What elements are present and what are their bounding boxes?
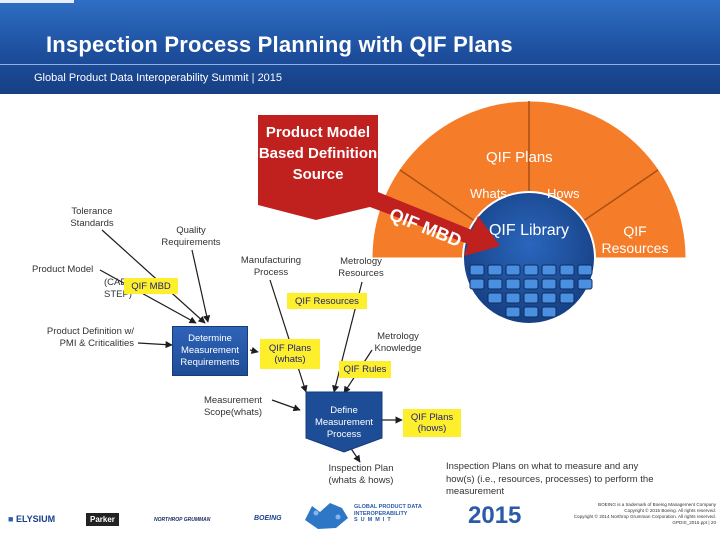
library-grid-cell — [559, 278, 575, 290]
boeing-logo: BOEING — [254, 515, 282, 522]
define-process-shape — [305, 391, 383, 453]
qif-mbd-arrow — [362, 188, 500, 256]
qif-plans-hows-box: QIF Plans (hows) — [403, 409, 461, 437]
library-grid-cell — [577, 278, 593, 290]
qif-mbd-box: QIF MBD — [124, 278, 178, 294]
summit-logo — [305, 503, 348, 529]
manufacturing-process-label: Manufacturing Process — [240, 255, 302, 278]
library-grid-cell — [577, 264, 593, 276]
parker-logo: Parker — [86, 513, 119, 526]
product-mbd-label: Product Model Based Definition Source — [258, 124, 378, 183]
library-grid-cell — [523, 264, 539, 276]
cad-step-label: (CAD, STEP) — [104, 277, 132, 300]
inspection-plan-label: Inspection Plan (whats & hows) — [328, 463, 394, 486]
inspection-plans-note: Inspection Plans on what to measure and … — [446, 461, 654, 497]
library-grid-cell — [487, 278, 503, 290]
qif-plans-whats-box: QIF Plans (whats) — [260, 339, 320, 369]
metrology-resources-label: Metrology Resources — [338, 256, 384, 279]
library-grid-cell — [559, 264, 575, 276]
library-grid-cell — [541, 292, 557, 304]
library-grid — [469, 264, 593, 318]
tolerance-standards-label: Tolerance Standards — [70, 206, 114, 229]
determine-requirements-box: Determine Measurement Requirements — [172, 326, 248, 376]
library-grid-cell — [487, 264, 503, 276]
summit-year: 2015 — [468, 502, 522, 529]
library-grid-cell — [505, 278, 521, 290]
header-banner: Inspection Process Planning with QIF Pla… — [0, 0, 720, 94]
qif-plans-label: QIF Plans — [486, 149, 553, 166]
qif-library-circle — [462, 191, 596, 325]
qif-library-label: QIF Library — [488, 222, 569, 239]
whats-label: Whats — [470, 186, 507, 201]
qif-resources-fan-label: QIF Resources — [601, 223, 669, 256]
library-grid-cell — [505, 292, 521, 304]
hows-label: Hows — [547, 186, 580, 201]
library-grid-cell — [523, 292, 539, 304]
library-grid-cell — [559, 292, 575, 304]
elysium-logo: ■ ELYSIUM — [8, 514, 56, 524]
library-grid-cell — [523, 278, 539, 290]
define-process-label: Define Measurement Process — [314, 405, 374, 440]
product-definition-label: Product Definition w/ PMI & Criticalitie… — [46, 326, 134, 349]
library-grid-cell — [541, 264, 557, 276]
library-grid-cell — [505, 264, 521, 276]
measurement-scope-label: Measurement Scope(whats) — [203, 395, 263, 418]
qif-resources-box: QIF Resources — [287, 293, 367, 309]
product-model-label: Product Model — [32, 264, 94, 275]
qif-rules-fan-label: QIF Rules — [620, 274, 656, 307]
library-grid-cell — [505, 306, 521, 318]
metrology-knowledge-label: Metrology Knowledge — [374, 331, 422, 354]
library-grid-cell — [469, 264, 485, 276]
summit-text: GLOBAL PRODUCT DATA INTEROPERABILITY SUM… — [354, 504, 422, 523]
library-grid-cell — [469, 278, 485, 290]
page-title: Inspection Process Planning with QIF Pla… — [46, 32, 513, 57]
library-grid-cell — [487, 292, 503, 304]
library-grid-cell — [523, 306, 539, 318]
northrop-grumman-logo: NORTHROP GRUMMAN — [154, 517, 211, 523]
quality-requirements-label: Quality Requirements — [161, 225, 221, 248]
header-divider — [0, 64, 720, 65]
product-mbd-shape — [258, 115, 378, 220]
library-grid-cell — [541, 306, 557, 318]
library-grid-cell — [541, 278, 557, 290]
page-subtitle: Global Product Data Interoperability Sum… — [34, 72, 283, 84]
qif-rules-box: QIF Rules — [339, 361, 391, 378]
header-tab — [0, 0, 74, 3]
copyright-block: BOEING is a trademark of Boeing Manageme… — [573, 502, 716, 526]
